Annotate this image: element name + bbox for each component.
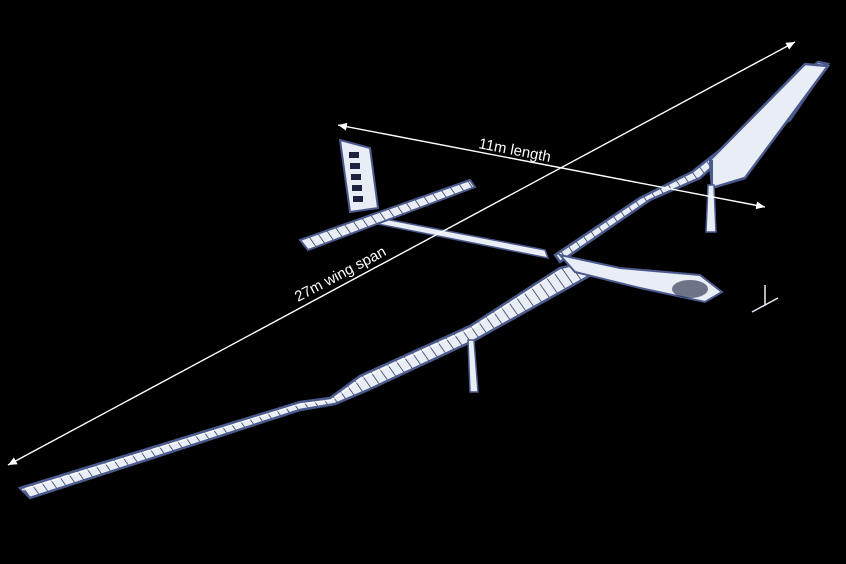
horizontal-stabilizer	[298, 178, 477, 252]
wingtip	[705, 62, 831, 233]
span-label: 27m wing span	[292, 243, 389, 305]
vertical-stabilizer	[338, 138, 380, 214]
span-dimension: 27m wing span	[7, 41, 796, 466]
axis-indicator-icon	[751, 285, 779, 313]
length-label: 11m length	[477, 135, 552, 166]
landing-strut	[467, 339, 479, 393]
